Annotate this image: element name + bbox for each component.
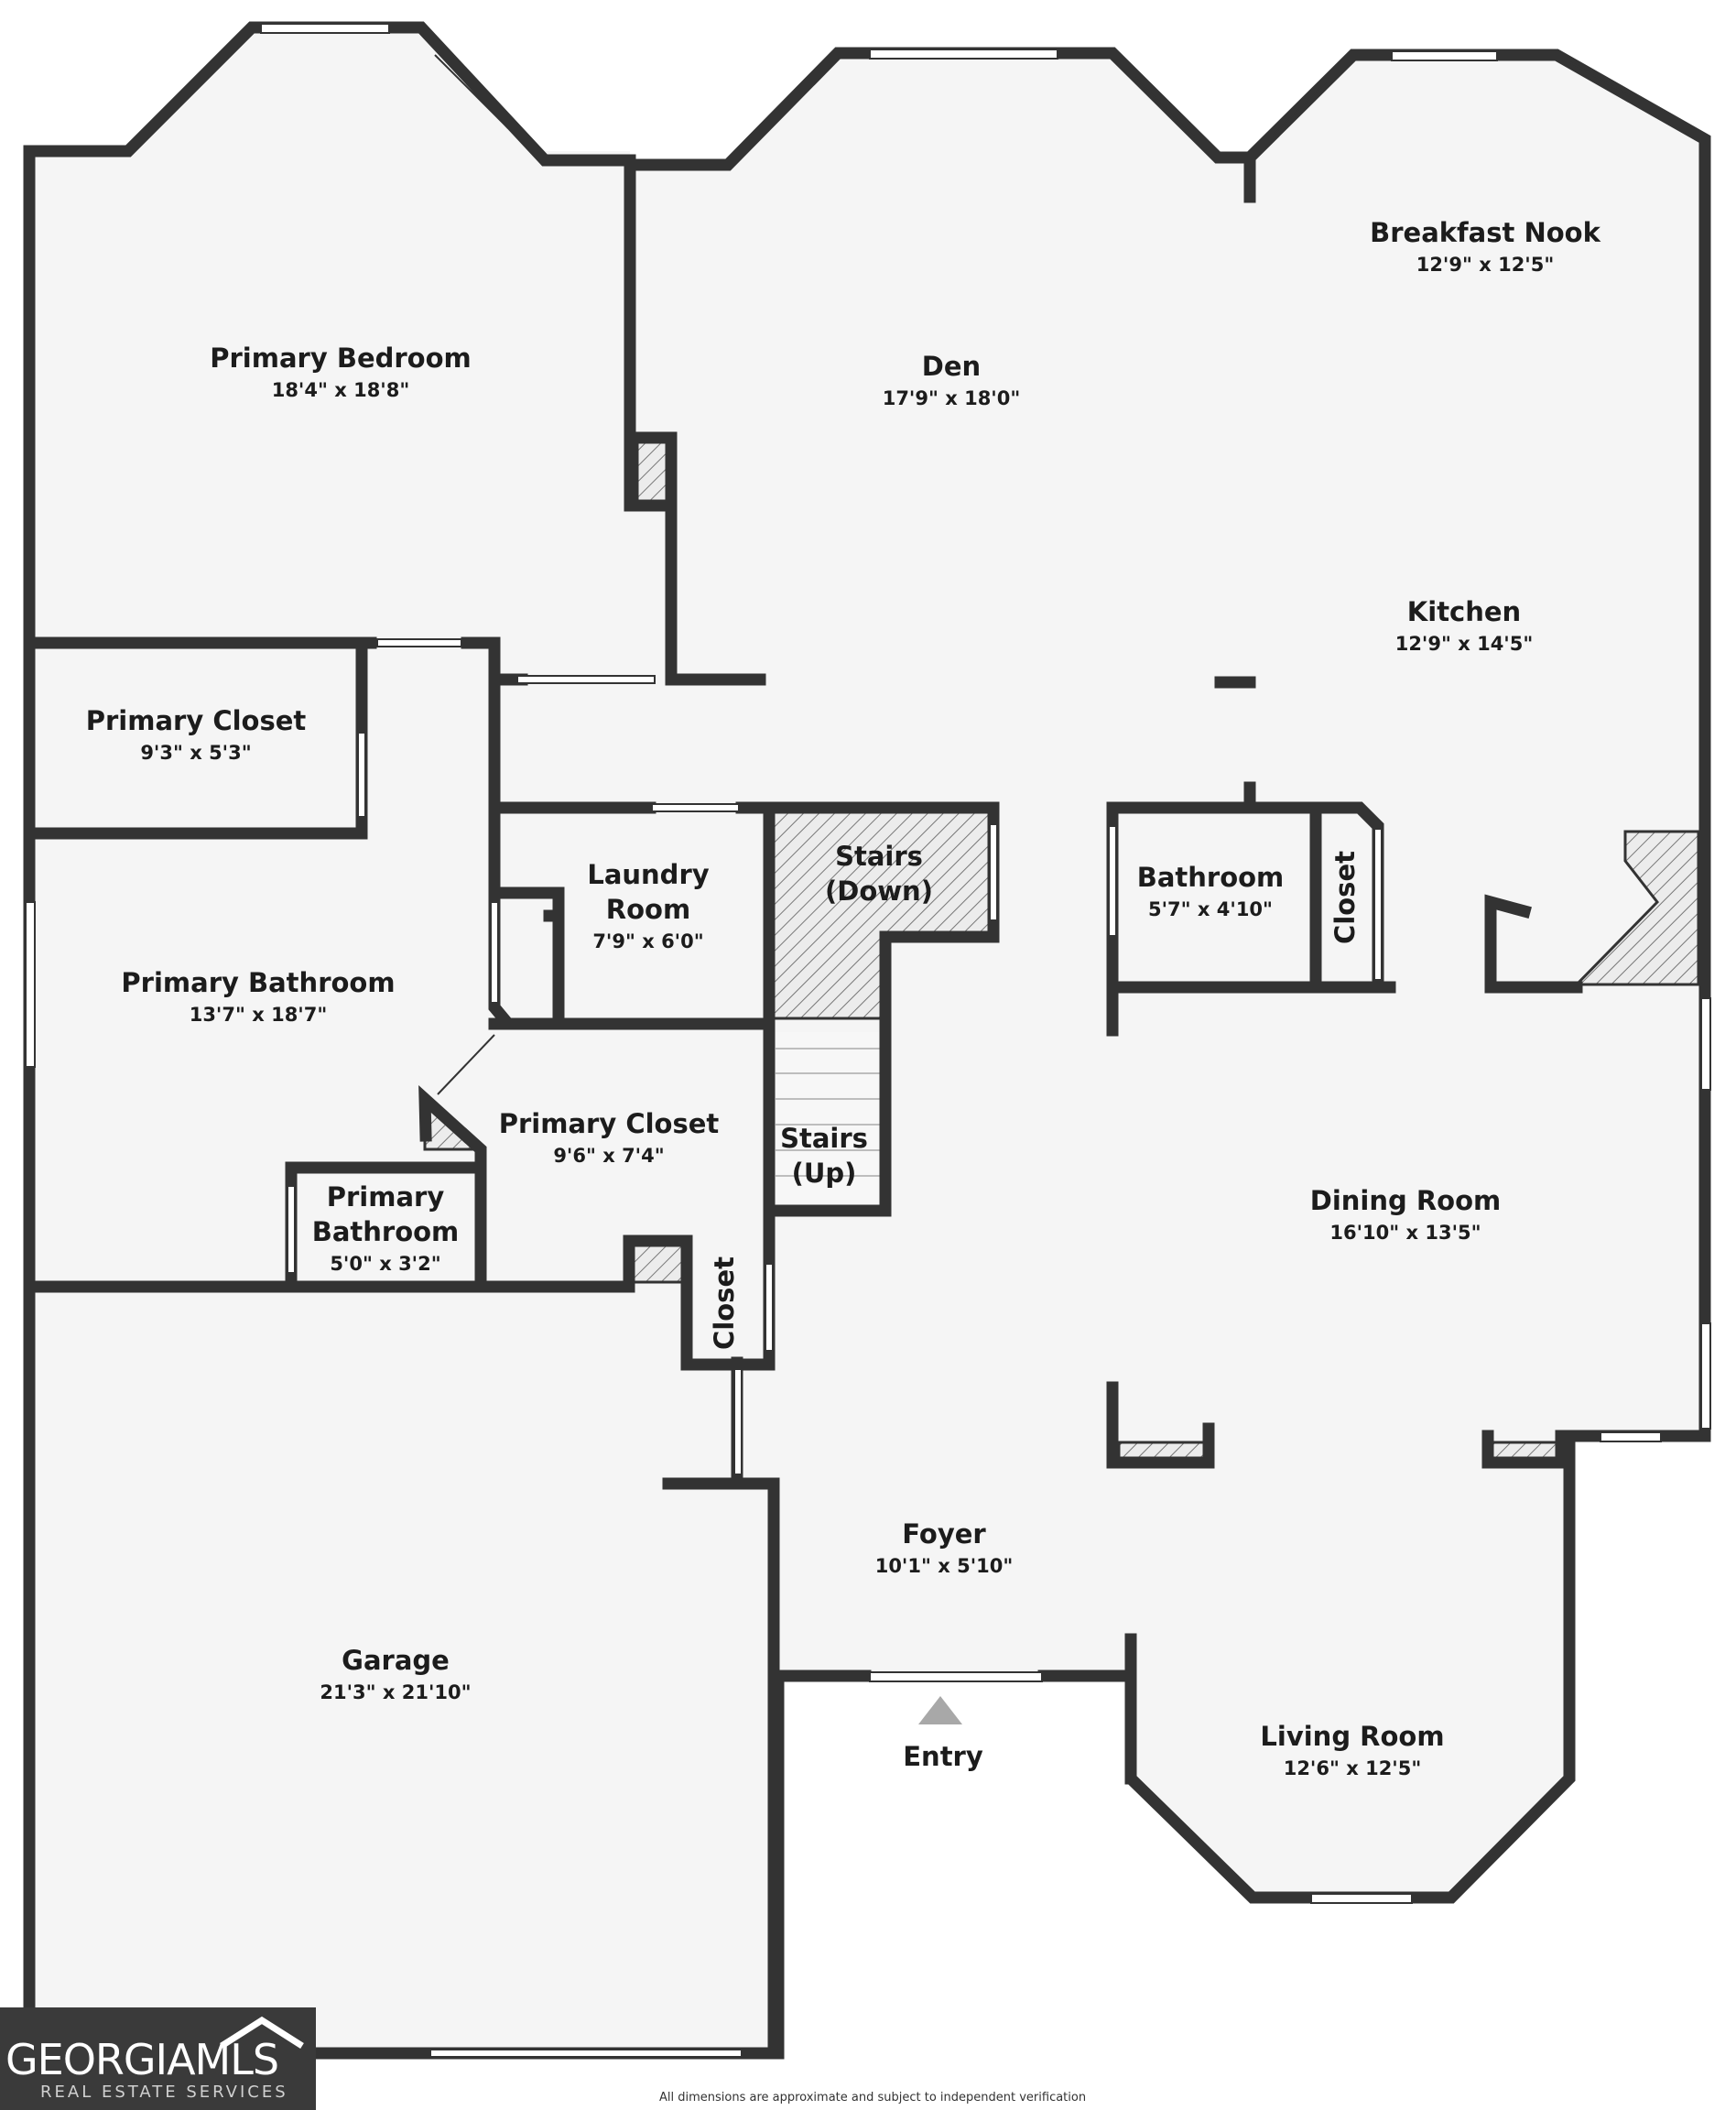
primary-bathroom-small-name-1: Primary [327, 1181, 445, 1213]
kitchen-name: Kitchen [1407, 596, 1521, 627]
closet-bath-name: Closet [1329, 851, 1361, 944]
foyer-dims: 10'1" x 5'10" [875, 1555, 1014, 1577]
primary-closet-1-dims: 9'3" x 5'3" [140, 742, 251, 764]
georgia-mls-logo: GEORGIAMLS REAL ESTATE SERVICES [0, 2007, 316, 2110]
windows [25, 23, 1711, 2058]
breakfast-nook-dims: 12'9" x 12'5" [1416, 254, 1555, 276]
entry-arrow-icon [918, 1696, 962, 1724]
stairs-up-treads [776, 1032, 881, 1209]
living-room-name: Living Room [1260, 1721, 1444, 1752]
living-room-dims: 12'6" x 12'5" [1284, 1757, 1422, 1779]
foyer-name: Foyer [902, 1518, 986, 1550]
house-roof-icon [220, 2016, 304, 2049]
stairs-up-name-1: Stairs [780, 1123, 868, 1154]
primary-bathroom-name: Primary Bathroom [121, 967, 395, 998]
logo-brand-text: GEORGIAMLS [5, 2035, 279, 2084]
stairs-down-name-2: (Down) [825, 876, 933, 907]
primary-bathroom-dims: 13'7" x 18'7" [190, 1004, 328, 1026]
bathroom-name: Bathroom [1137, 862, 1285, 893]
disclaimer-text: All dimensions are approximate and subje… [659, 2091, 1087, 2105]
garage-dims: 21'3" x 21'10" [320, 1681, 471, 1703]
primary-closet-2-name: Primary Closet [499, 1108, 720, 1139]
laundry-room-name-1: Laundry [587, 859, 709, 890]
primary-closet-2-dims: 9'6" x 7'4" [553, 1145, 664, 1167]
dining-room-name: Dining Room [1310, 1185, 1502, 1216]
den-dims: 17'9" x 18'0" [883, 387, 1021, 409]
stairs-down-name-1: Stairs [835, 841, 923, 872]
primary-bathroom-small-name-2: Bathroom [312, 1216, 460, 1247]
den-name: Den [922, 351, 981, 382]
garage-name: Garage [342, 1645, 450, 1676]
closet-foyer-name: Closet [709, 1256, 740, 1350]
stairs-up-name-2: (Up) [792, 1158, 857, 1189]
entry-name: Entry [903, 1741, 983, 1772]
primary-bedroom-dims: 18'4" x 18'8" [272, 379, 410, 401]
room-labels: Primary Bedroom 18'4" x 18'8" Den 17'9" … [86, 217, 1601, 1779]
dining-room-dims: 16'10" x 13'5" [1329, 1222, 1481, 1244]
kitchen-dims: 12'9" x 14'5" [1395, 633, 1534, 655]
primary-bathroom-small-dims: 5'0" x 3'2" [330, 1253, 440, 1275]
logo-subtitle-text: REAL ESTATE SERVICES [40, 2083, 288, 2102]
laundry-room-name-2: Room [606, 894, 690, 925]
breakfast-nook-name: Breakfast Nook [1370, 217, 1600, 248]
primary-bedroom-name: Primary Bedroom [210, 343, 471, 374]
bathroom-dims: 5'7" x 4'10" [1148, 898, 1273, 920]
laundry-room-dims: 7'9" x 6'0" [592, 930, 703, 952]
primary-closet-1-name: Primary Closet [86, 705, 307, 736]
